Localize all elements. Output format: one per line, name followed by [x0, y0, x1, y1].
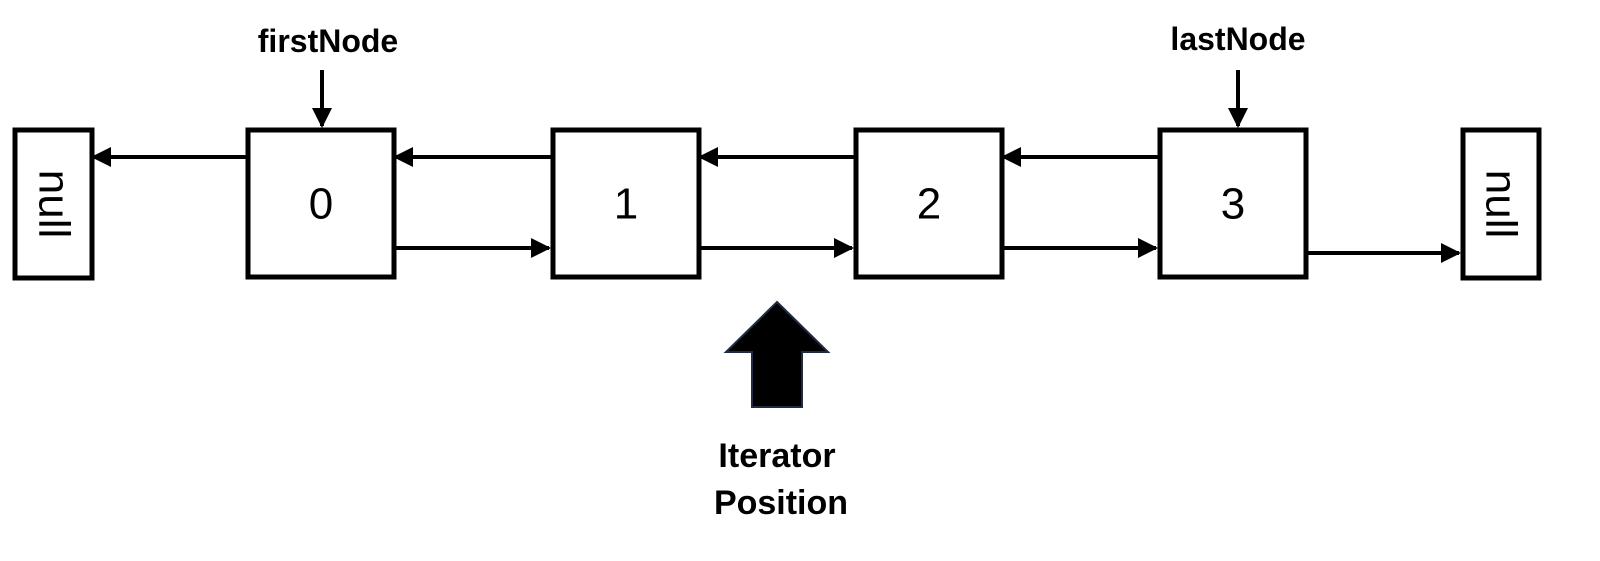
node-0-value: 0 — [309, 180, 333, 229]
node-1-value: 1 — [614, 180, 638, 229]
iterator-label-line-1: Iterator — [718, 437, 835, 475]
last-node-label: lastNode — [1170, 21, 1305, 57]
list-node-3: 3 — [1157, 127, 1309, 280]
null-left-box: null — [12, 127, 95, 281]
first-node-label: firstNode — [258, 23, 398, 59]
iterator-arrow-icon — [723, 300, 831, 408]
iterator-label-line-2: Position — [714, 484, 848, 522]
node-2-value: 2 — [917, 180, 941, 229]
list-node-2: 2 — [853, 127, 1005, 280]
null-right-box: null — [1460, 127, 1542, 281]
null-left-label: null — [30, 170, 79, 239]
list-node-0: 0 — [245, 127, 397, 280]
null-right-label: null — [1477, 170, 1526, 239]
node-3-value: 3 — [1221, 180, 1245, 229]
list-node-1: 1 — [550, 127, 702, 280]
